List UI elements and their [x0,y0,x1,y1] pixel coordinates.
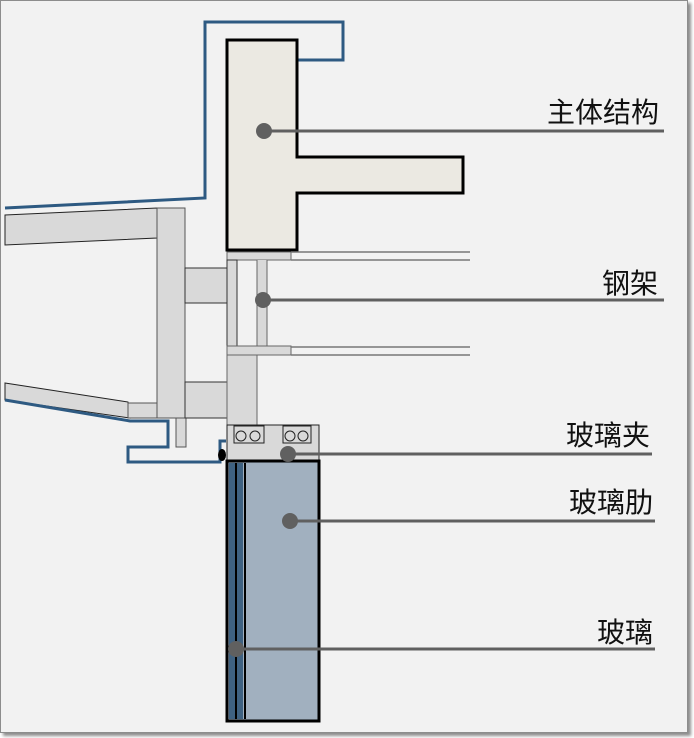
leader-glass [228,641,655,657]
sealant-bead [218,449,226,461]
label-glass-rib: 玻璃肋 [569,486,653,519]
post-tab [175,417,187,448]
lower-connector [184,381,228,419]
label-glass-clamp: 玻璃夹 [566,419,650,452]
bolt-icon [297,430,309,442]
label-glass: 玻璃 [597,616,653,649]
glass-pane-layer-1 [229,463,235,719]
bolt-icon [235,430,247,442]
steel-frame-bottom-plate [226,345,292,356]
lower-soffit-panel [4,382,131,419]
steel-frame-left-web [226,259,238,347]
steel-frame-lower-post [226,354,258,426]
glass-pane-layer-2 [237,463,243,719]
bottom-flashing [4,398,226,464]
label-steel-frame: 钢架 [602,267,658,300]
leader-main-structure [256,123,664,139]
leader-glass-clamp [280,446,652,462]
steel-frame-top-plate [226,251,292,261]
top-flashing [4,20,345,210]
clamp-bolt-box-right [282,425,312,444]
upper-soffit-panel [4,207,158,246]
bolt-icon [284,430,296,442]
main-structure [225,38,465,252]
label-main-structure: 主体结构 [547,96,659,129]
leader-glass-rib [282,513,655,529]
vertical-steel-post [156,207,186,419]
soffit-end-block [127,402,158,419]
bolt-icon [249,430,261,442]
leader-steel-frame [255,292,664,308]
upper-connector [184,267,228,304]
clamp-bolt-box-left [233,425,265,444]
